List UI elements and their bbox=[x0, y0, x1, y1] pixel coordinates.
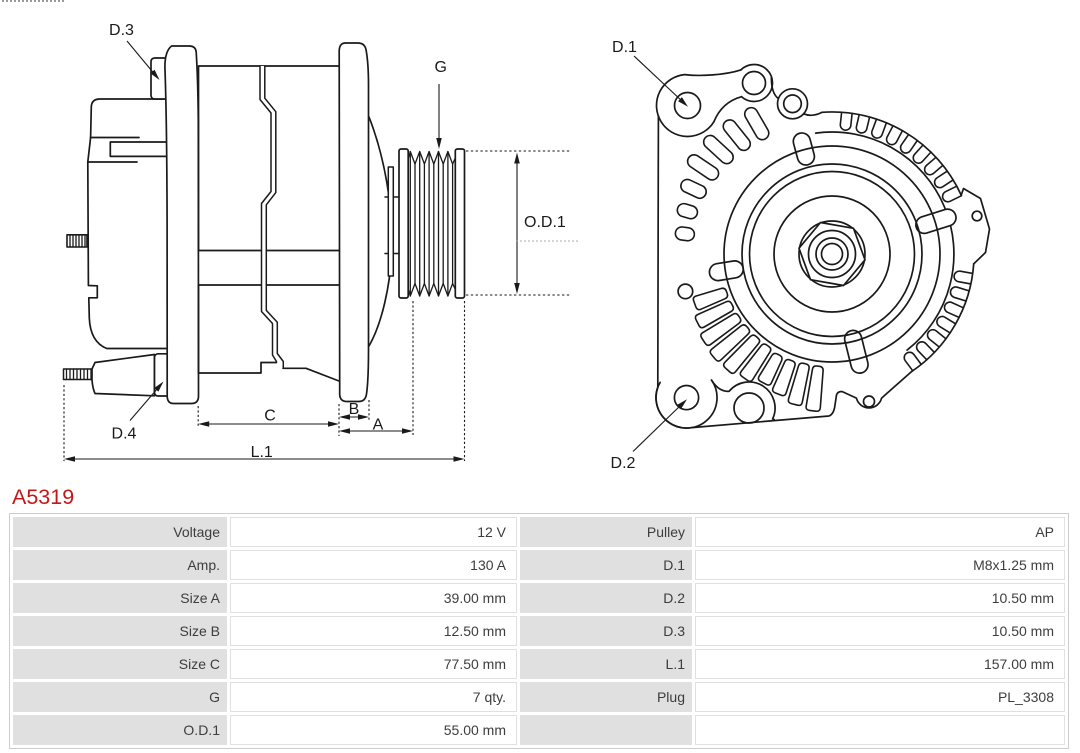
svg-text:B: B bbox=[349, 401, 360, 418]
svg-text:L.1: L.1 bbox=[251, 444, 273, 461]
svg-text:D.3: D.3 bbox=[109, 22, 134, 39]
svg-text:C: C bbox=[264, 408, 276, 425]
svg-text:D.1: D.1 bbox=[612, 39, 637, 56]
svg-text:O.D.1: O.D.1 bbox=[524, 214, 566, 231]
svg-text:D.4: D.4 bbox=[112, 426, 137, 443]
svg-text:G: G bbox=[434, 59, 446, 76]
svg-text:A: A bbox=[373, 417, 384, 434]
svg-text:D.2: D.2 bbox=[611, 455, 636, 472]
